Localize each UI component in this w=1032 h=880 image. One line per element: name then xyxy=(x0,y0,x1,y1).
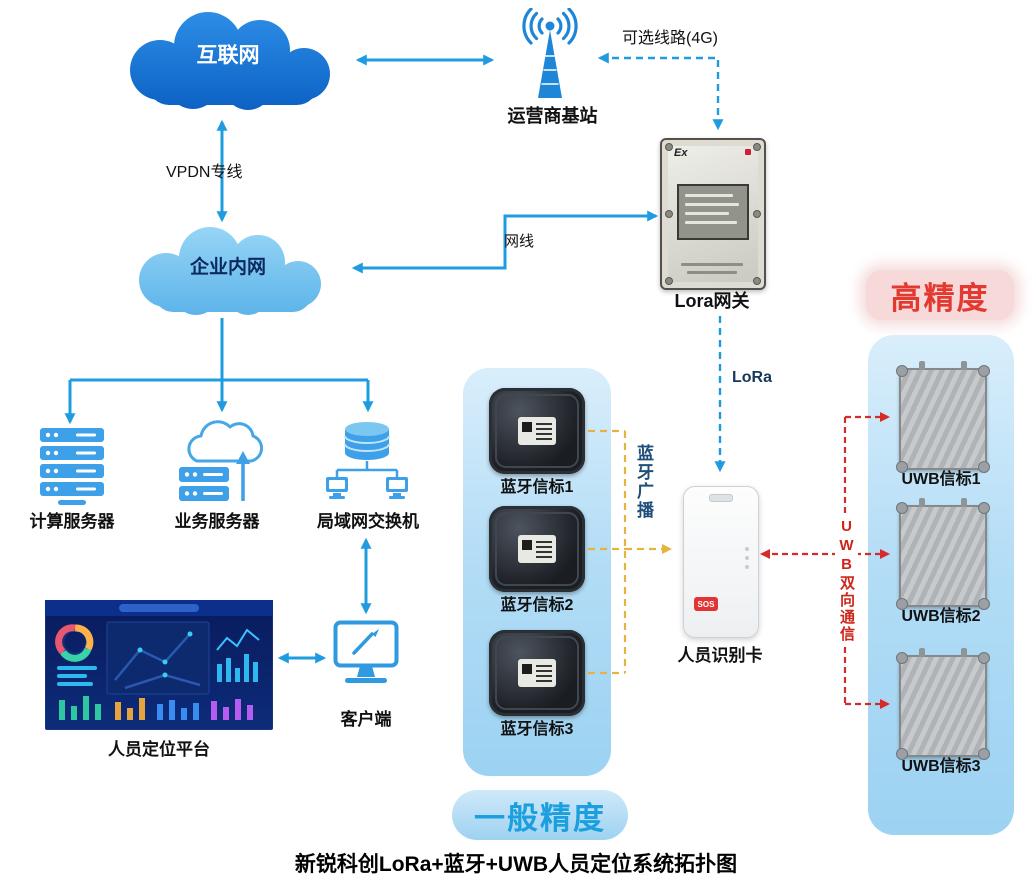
bluetooth-beacon-3-icon xyxy=(489,630,585,716)
high-precision-badge: 高精度 xyxy=(866,270,1014,320)
gateway-text-line xyxy=(687,271,737,274)
led-dots xyxy=(745,547,749,551)
client-label: 客户端 xyxy=(340,710,392,729)
business-server-icon xyxy=(173,415,268,510)
sos-button: SOS xyxy=(694,597,718,611)
bluetooth-broadcast-label: 蓝牙广播 xyxy=(634,444,653,520)
uwb-beacon-3-label: UWB信标3 xyxy=(901,758,981,775)
internet-cloud-icon: 互联网 xyxy=(108,8,348,113)
bluetooth-beacon-3-label: 蓝牙信标3 xyxy=(500,721,574,738)
lan-switch-icon xyxy=(325,415,410,510)
diagram-title: 新锐科创LoRa+蓝牙+UWB人员定位系统拓扑图 xyxy=(294,853,738,876)
uwb-duplex-label: UWB双向通信 xyxy=(835,516,858,645)
optional-4g-line-label: 可选线路(4G) xyxy=(622,30,719,47)
ethernet-line-label: 网线 xyxy=(504,233,535,250)
ex-marking: Ex xyxy=(674,147,688,159)
business-server-label: 业务服务器 xyxy=(174,512,260,531)
bluetooth-beacon-2-label: 蓝牙信标2 xyxy=(500,597,574,614)
screw-icon xyxy=(753,210,761,218)
vpdn-line-label: VPDN专线 xyxy=(166,164,243,181)
lora-gateway-device: Ex xyxy=(660,138,766,290)
screw-icon xyxy=(665,210,673,218)
intranet-cloud-icon: 企业内网 xyxy=(118,222,338,322)
base-station-label: 运营商基站 xyxy=(507,106,598,126)
screw-icon xyxy=(665,143,673,151)
uwb-beacon-1-label: UWB信标1 xyxy=(901,471,981,488)
lan-switch-label: 局域网交换机 xyxy=(317,512,419,531)
uwb-beacon-2-icon xyxy=(896,498,990,610)
intranet-label: 企业内网 xyxy=(189,256,266,278)
client-icon xyxy=(333,620,399,690)
uwb-beacon-2-label: UWB信标2 xyxy=(901,608,981,625)
bluetooth-beacon-2-icon xyxy=(489,506,585,592)
uwb-beacon-3-icon xyxy=(896,648,990,760)
person-card-device: SOS xyxy=(683,486,759,638)
screw-icon xyxy=(753,143,761,151)
positioning-platform-label: 人员定位平台 xyxy=(108,740,210,759)
positioning-platform-screen xyxy=(45,600,273,730)
bluetooth-beacon-1-icon xyxy=(489,388,585,474)
uwb-beacon-1-icon xyxy=(896,361,990,473)
lora-gateway-label: Lora网关 xyxy=(674,291,750,311)
base-station-icon xyxy=(505,8,595,104)
screw-icon xyxy=(665,277,673,285)
bluetooth-beacon-1-label: 蓝牙信标1 xyxy=(500,479,574,496)
internet-label: 互联网 xyxy=(196,43,260,67)
compute-server-label: 计算服务器 xyxy=(29,512,115,531)
screw-icon xyxy=(753,277,761,285)
gateway-text-line xyxy=(681,263,743,266)
compute-server-icon xyxy=(38,426,106,508)
indicator-dot xyxy=(745,149,751,155)
person-card-label: 人员识别卡 xyxy=(677,646,763,665)
general-precision-badge: 一般精度 xyxy=(452,790,628,840)
lora-line-label: LoRa xyxy=(732,369,772,386)
gateway-nameplate xyxy=(677,184,749,240)
